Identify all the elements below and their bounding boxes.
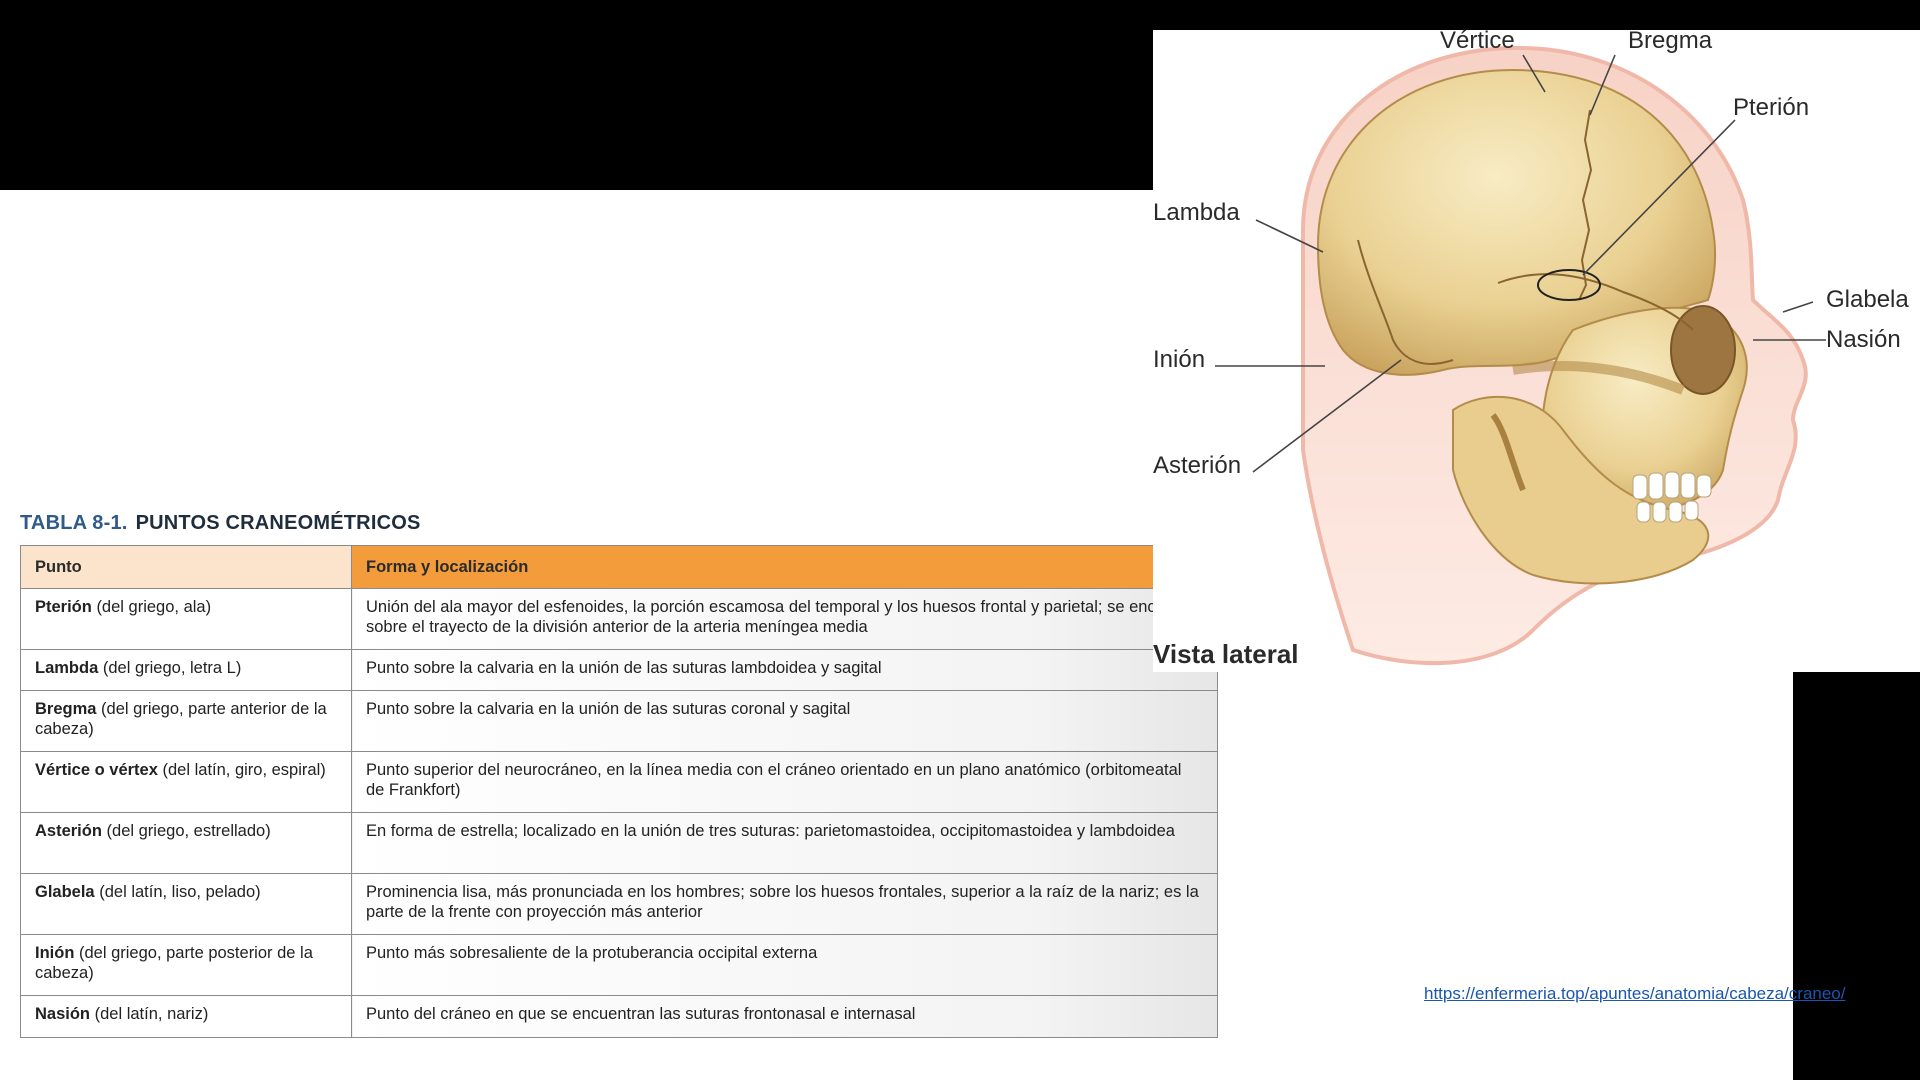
point-cell: Glabela (del latín, liso, pelado) — [20, 873, 352, 935]
black-block-top-left — [0, 0, 1153, 190]
skull-lateral-view-figure: Vértice Bregma Pterión Lambda Glabela Na… — [1153, 27, 1920, 672]
source-link[interactable]: https://enfermeria.top/apuntes/anatomia/… — [1424, 984, 1846, 1003]
cranium — [1316, 68, 1717, 376]
label-pterion: Pterión — [1733, 94, 1809, 121]
point-name: Bregma — [35, 700, 97, 718]
point-origin: (del latín, giro, espiral) — [162, 761, 326, 779]
point-origin: (del griego, letra L) — [102, 659, 242, 677]
label-inion: Inión — [1153, 346, 1205, 373]
coronal-suture — [1578, 109, 1593, 301]
point-name: Vértice o vértex — [35, 761, 158, 779]
point-cell: Inión (del griego, parte posterior de la… — [20, 934, 352, 996]
skull-illustration: Vértice Bregma Pterión Lambda Glabela Na… — [1153, 27, 1909, 669]
point-origin: (del griego, parte posterior de la cabez… — [35, 944, 313, 982]
point-cell: Nasión (del latín, nariz) — [20, 995, 352, 1038]
point-name: Glabela — [35, 883, 95, 901]
figure-caption: Vista lateral — [1153, 639, 1299, 669]
point-description: Punto sobre la calvaria en la unión de l… — [351, 649, 1218, 691]
point-cell: Bregma (del griego, parte anterior de la… — [20, 690, 352, 752]
point-name: Asterión — [35, 822, 102, 840]
point-description: En forma de estrella; localizado en la u… — [351, 812, 1218, 874]
point-description: Punto más sobresaliente de la protuberan… — [351, 934, 1218, 996]
orbit — [1670, 305, 1736, 395]
point-description: Unión del ala mayor del esfenoides, la p… — [351, 588, 1218, 650]
label-vertice: Vértice — [1440, 30, 1515, 54]
point-cell: Asterión (del griego, estrellado) — [20, 812, 352, 874]
table-row: Nasión (del latín, nariz) Punto del crán… — [20, 995, 1218, 1038]
table-row: Bregma (del griego, parte anterior de la… — [20, 690, 1218, 752]
table-title: TABLA 8-1. PUNTOS CRANEOMÉTRICOS — [20, 512, 421, 535]
table-title-text: PUNTOS CRANEOMÉTRICOS — [135, 512, 421, 534]
label-bregma: Bregma — [1628, 30, 1713, 54]
table-row: Asterión (del griego, estrellado) En for… — [20, 812, 1218, 874]
point-cell: Lambda (del griego, letra L) — [20, 649, 352, 691]
table-row: Glabela (del latín, liso, pelado) Promin… — [20, 873, 1218, 935]
point-origin: (del griego, ala) — [96, 598, 212, 616]
point-cell: Vértice o vértex (del latín, giro, espir… — [20, 751, 352, 813]
leader-lines — [1215, 54, 1826, 473]
black-block-bottom-right — [1793, 672, 1920, 1080]
teeth — [1632, 471, 1712, 523]
point-origin: (del latín, liso, pelado) — [99, 883, 261, 901]
point-origin: (del griego, parte anterior de la cabeza… — [35, 700, 327, 738]
header-punto: Punto — [20, 545, 352, 589]
pterion-marker-circle — [1537, 269, 1601, 301]
lambdoid-suture — [1357, 239, 1454, 365]
table-number: TABLA 8-1. — [20, 512, 128, 534]
label-glabela: Glabela — [1826, 286, 1909, 313]
point-cell: Pterión (del griego, ala) — [20, 588, 352, 650]
point-description: Punto del cráneo en que se encuentran la… — [351, 995, 1218, 1038]
table-row: Vértice o vértex (del latín, giro, espir… — [20, 751, 1218, 813]
table-row: Pterión (del griego, ala) Unión del ala … — [20, 588, 1218, 650]
point-description: Prominencia lisa, más pronunciada en los… — [351, 873, 1218, 935]
label-lambda: Lambda — [1153, 199, 1240, 226]
point-name: Inión — [35, 944, 75, 962]
point-name: Lambda — [35, 659, 99, 677]
point-origin: (del latín, nariz) — [94, 1005, 209, 1023]
point-origin: (del griego, estrellado) — [106, 822, 271, 840]
craniometric-table: Punto Forma y localización Pterión (del … — [20, 545, 1218, 1038]
table-header-row: Punto Forma y localización — [20, 545, 1218, 589]
mandible — [1452, 395, 1710, 585]
header-forma-localizacion: Forma y localización — [351, 545, 1218, 589]
label-asterion: Asterión — [1153, 452, 1241, 479]
point-name: Pterión — [35, 598, 92, 616]
table-row: Inión (del griego, parte posterior de la… — [20, 934, 1218, 996]
squamous-suture — [1497, 273, 1694, 331]
point-name: Nasión — [35, 1005, 91, 1023]
label-nasion: Nasión — [1826, 326, 1901, 353]
table-row: Lambda (del griego, letra L) Punto sobre… — [20, 649, 1218, 691]
zygomatic-arch — [1512, 361, 1685, 395]
mastoid-process — [1490, 413, 1526, 492]
point-description: Punto sobre la calvaria en la unión de l… — [351, 690, 1218, 752]
point-description: Punto superior del neurocráneo, en la lí… — [351, 751, 1218, 813]
